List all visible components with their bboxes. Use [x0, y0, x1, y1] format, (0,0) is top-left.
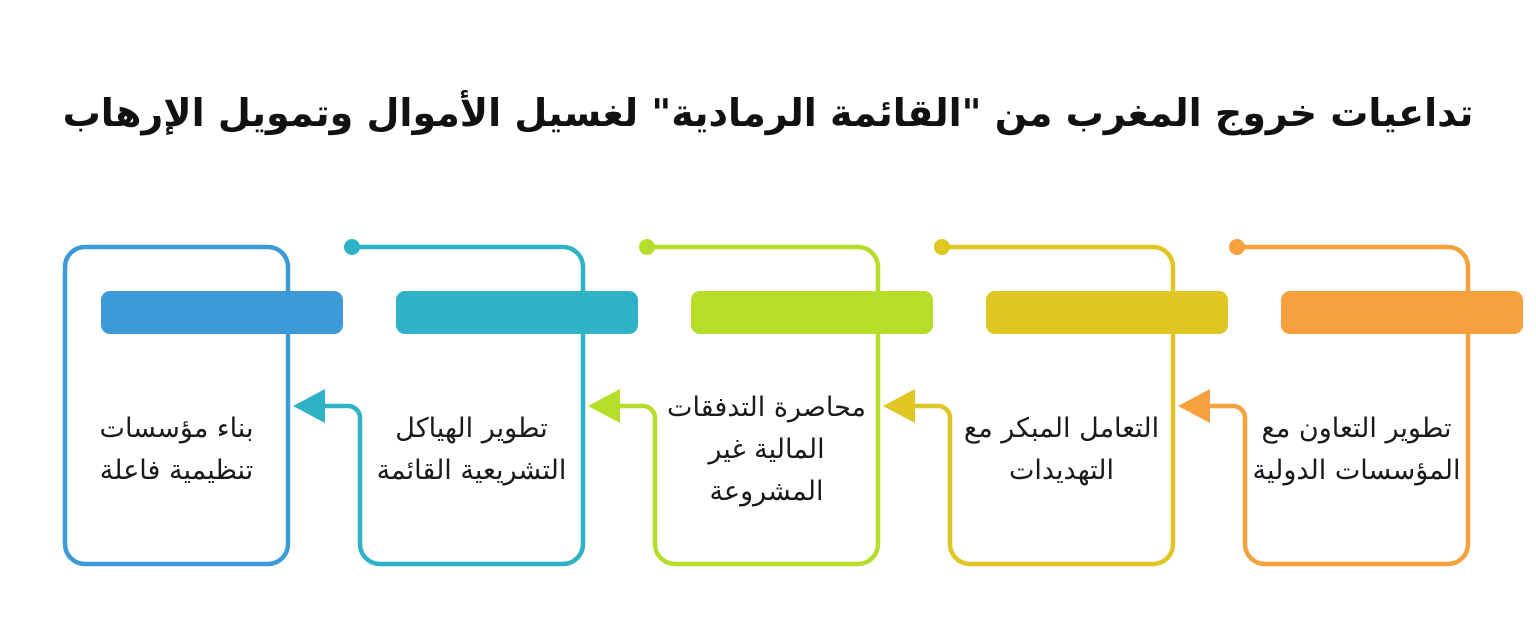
arrow-head-icon	[1178, 389, 1210, 423]
arrow-head-icon	[883, 389, 915, 423]
card-label: محاصرة التدفقات المالية غير المشروعة	[667, 392, 866, 507]
connector-dot	[344, 239, 360, 255]
step-card-3: محاصرة التدفقات المالية غير المشروعة	[655, 0, 933, 637]
connector-dot	[1229, 239, 1245, 255]
infographic-title: تداعيات خروج المغرب من "القائمة الرمادية…	[62, 91, 1474, 135]
step-card-4: تطوير الهياكل التشريعية القائمة	[360, 0, 638, 637]
step-card-1: تطوير التعاون مع المؤسسات الدولية	[1245, 0, 1523, 637]
card-accent-bar	[691, 291, 933, 334]
step-card-2: التعامل المبكر مع التهديدات	[950, 0, 1228, 637]
arrow-head-icon	[293, 389, 325, 423]
card-label: تطوير الهياكل التشريعية القائمة	[376, 413, 567, 486]
card-accent-bar	[396, 291, 638, 334]
arrow-head-icon	[588, 389, 620, 423]
card-accent-bar	[1281, 291, 1523, 334]
card-label: التعامل المبكر مع التهديدات	[963, 413, 1160, 486]
card-label: تطوير التعاون مع المؤسسات الدولية	[1252, 413, 1461, 486]
connector-dot	[934, 239, 950, 255]
connector-dot	[639, 239, 655, 255]
card-label: بناء مؤسسات تنظيمية فاعلة	[99, 413, 254, 486]
step-card-5: بناء مؤسسات تنظيمية فاعلة	[65, 0, 343, 637]
card-accent-bar	[986, 291, 1228, 334]
card-accent-bar	[101, 291, 343, 334]
